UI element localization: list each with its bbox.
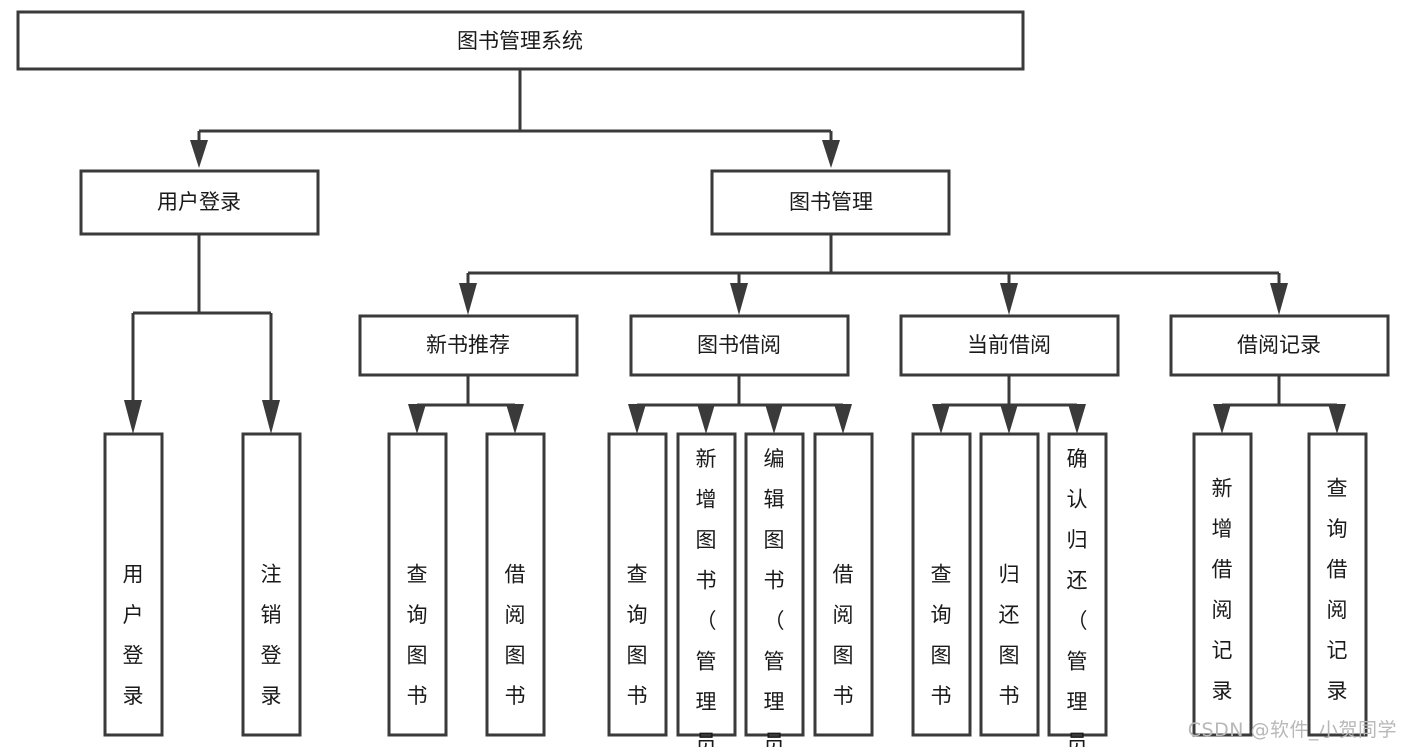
node-user-login-box[interactable] bbox=[79, 169, 320, 236]
leaf-add-book[interactable]: 新增图书（管理员） bbox=[676, 432, 737, 747]
leaf-query-borrow-record[interactable]: 查询借阅记录 bbox=[1307, 432, 1368, 737]
leaf-add-book-box[interactable] bbox=[676, 432, 737, 737]
leaf-logout[interactable]: 注销登录 bbox=[241, 432, 302, 737]
node-book-borrow-box[interactable] bbox=[629, 314, 850, 377]
arrow-head-leaf-add-book bbox=[697, 404, 715, 434]
node-borrow-record-label: 借阅记录 bbox=[1237, 333, 1321, 357]
csdn-watermark: CSDN @软件_小贺同学 bbox=[1187, 719, 1397, 741]
connector-layer bbox=[124, 70, 1346, 434]
leaf-confirm-return-box[interactable] bbox=[1047, 432, 1108, 737]
leaf-query-book-current-label: 查询图书 bbox=[931, 563, 952, 709]
arrow-head-leaf-confirm-return bbox=[1068, 404, 1086, 434]
arrow-head-current-borrow bbox=[1000, 283, 1018, 315]
leaf-borrow-book-new-label: 借阅图书 bbox=[505, 563, 526, 709]
leaf-query-book-new[interactable]: 查询图书 bbox=[387, 432, 448, 737]
node-book-borrow[interactable]: 图书借阅 bbox=[629, 314, 850, 377]
arrow-head-leaf-return-book bbox=[1000, 404, 1018, 434]
node-root[interactable]: 图书管理系统 bbox=[16, 10, 1025, 71]
leaf-logout-label: 注销登录 bbox=[261, 563, 282, 709]
leaf-confirm-return-label: 确认归还（管理员） bbox=[1067, 447, 1088, 747]
leaf-return-book-box[interactable] bbox=[979, 432, 1040, 737]
leaf-edit-book[interactable]: 编辑图书（管理员） bbox=[744, 432, 805, 747]
arrow-head-leaf-add-record bbox=[1213, 404, 1231, 434]
leaf-confirm-return[interactable]: 确认归还（管理员） bbox=[1047, 432, 1108, 747]
leaf-query-book-current-box[interactable] bbox=[911, 432, 972, 737]
arrow-head-leaf-user-login bbox=[124, 400, 142, 434]
node-new-book-recommend[interactable]: 新书推荐 bbox=[358, 314, 579, 377]
node-new-book-recommend-box[interactable] bbox=[358, 314, 579, 377]
node-book-management-box[interactable] bbox=[710, 169, 951, 236]
leaf-borrow-book-new[interactable]: 借阅图书 bbox=[485, 432, 546, 737]
arrow-head-leaf-query-book-1 bbox=[408, 404, 426, 434]
leaf-query-book-borrow-label: 查询图书 bbox=[627, 563, 648, 709]
node-book-management[interactable]: 图书管理 bbox=[710, 169, 951, 236]
leaf-add-borrow-record-box[interactable] bbox=[1192, 432, 1253, 737]
leaf-borrow-book-borrow[interactable]: 借阅图书 bbox=[813, 432, 874, 737]
arrow-head-user-login bbox=[190, 140, 208, 168]
leaf-query-book-new-box[interactable] bbox=[387, 432, 448, 737]
arrow-head-book-borrow bbox=[730, 283, 748, 315]
node-borrow-record[interactable]: 借阅记录 bbox=[1169, 314, 1390, 377]
arrow-head-leaf-query-record bbox=[1328, 404, 1346, 434]
leaf-user-login-label: 用户登录 bbox=[123, 563, 144, 709]
leaf-add-book-label: 新增图书（管理员） bbox=[696, 447, 717, 747]
leaf-edit-book-box[interactable] bbox=[744, 432, 805, 737]
node-book-borrow-label: 图书借阅 bbox=[697, 333, 781, 357]
arrow-head-leaf-logout bbox=[262, 400, 280, 434]
arrow-head-leaf-query-book-2 bbox=[628, 404, 646, 434]
node-root-box[interactable] bbox=[16, 10, 1025, 71]
arrow-head-leaf-query-book-3 bbox=[932, 404, 950, 434]
arrow-head-book-mgmt bbox=[822, 140, 840, 168]
leaf-return-book[interactable]: 归还图书 bbox=[979, 432, 1040, 737]
node-new-book-recommend-label: 新书推荐 bbox=[426, 333, 510, 357]
node-current-borrow[interactable]: 当前借阅 bbox=[899, 314, 1120, 377]
arrow-head-leaf-edit-book bbox=[765, 404, 783, 434]
node-user-login[interactable]: 用户登录 bbox=[79, 169, 320, 236]
leaf-add-borrow-record[interactable]: 新增借阅记录 bbox=[1192, 432, 1253, 737]
leaf-query-borrow-record-box[interactable] bbox=[1307, 432, 1368, 737]
arrow-head-new-book bbox=[459, 283, 477, 315]
leaf-query-book-new-label: 查询图书 bbox=[407, 563, 428, 709]
leaf-user-login-box[interactable] bbox=[103, 432, 164, 737]
leaf-query-book-borrow-box[interactable] bbox=[607, 432, 668, 737]
leaf-borrow-book-new-box[interactable] bbox=[485, 432, 546, 737]
leaf-borrow-book-borrow-label: 借阅图书 bbox=[833, 563, 854, 709]
node-current-borrow-box[interactable] bbox=[899, 314, 1120, 377]
leaf-query-borrow-record-label: 查询借阅记录 bbox=[1327, 477, 1348, 704]
arrow-head-leaf-borrow-book-2 bbox=[834, 404, 852, 434]
leaf-borrow-book-borrow-box[interactable] bbox=[813, 432, 874, 737]
leaf-user-login[interactable]: 用户登录 bbox=[103, 432, 164, 737]
leaf-edit-book-label: 编辑图书（管理员） bbox=[764, 447, 785, 747]
node-current-borrow-label: 当前借阅 bbox=[967, 333, 1051, 357]
leaf-query-book-borrow[interactable]: 查询图书 bbox=[607, 432, 668, 737]
arrow-head-borrow-record bbox=[1270, 283, 1288, 315]
leaf-query-book-current[interactable]: 查询图书 bbox=[911, 432, 972, 737]
arrow-head-leaf-borrow-book-1 bbox=[506, 404, 524, 434]
node-user-login-label: 用户登录 bbox=[157, 190, 241, 214]
node-root-label: 图书管理系统 bbox=[457, 29, 583, 53]
node-book-management-label: 图书管理 bbox=[789, 190, 873, 214]
leaf-add-borrow-record-label: 新增借阅记录 bbox=[1212, 477, 1233, 704]
node-borrow-record-box[interactable] bbox=[1169, 314, 1390, 377]
leaf-return-book-label: 归还图书 bbox=[999, 563, 1020, 709]
leaf-logout-box[interactable] bbox=[241, 432, 302, 737]
